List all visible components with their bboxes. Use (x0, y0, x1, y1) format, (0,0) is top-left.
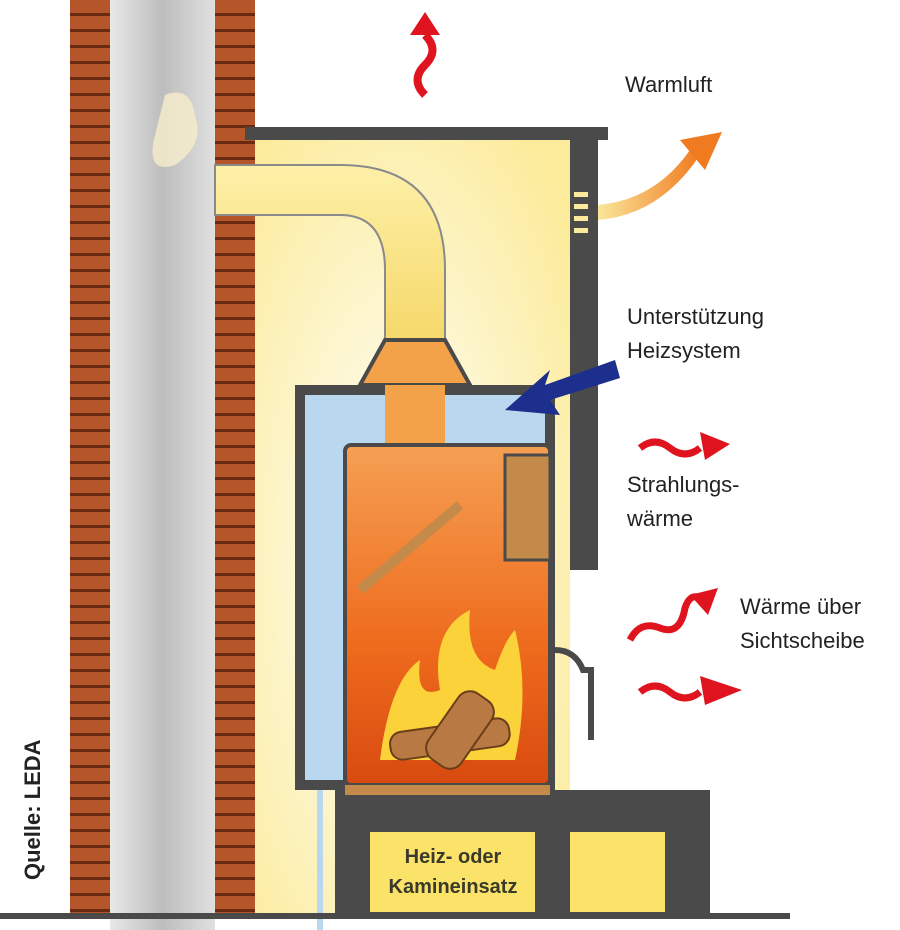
top-plate (245, 127, 608, 140)
vent-slots (574, 192, 588, 233)
window-heat-arrow-lower (637, 676, 742, 705)
rising-heat-arrow (410, 12, 440, 98)
logs (389, 690, 511, 770)
smoke (152, 92, 198, 167)
brick-wall-right (215, 0, 255, 915)
heating-support-arrow (505, 360, 620, 415)
hearth-plate (345, 785, 550, 795)
label-line: Wärme über (740, 594, 862, 619)
door-handle (554, 647, 594, 740)
label-line: Heizsystem (627, 338, 741, 363)
label-warm-air: Warmluft (625, 72, 713, 97)
window-heat-arrow-upper (626, 588, 718, 642)
storage-box (570, 832, 665, 912)
flue-pipe (214, 164, 446, 341)
label-insert: Heiz- oder Kamineinsatz (372, 842, 534, 902)
deflector (356, 501, 464, 594)
label-line: Kamineinsatz (388, 876, 518, 898)
label-window-heat: Wärme über Sichtscheibe (740, 590, 865, 658)
source-credit: Quelle: LEDA (20, 739, 45, 880)
radiant-heat-arrow (637, 432, 730, 460)
insert-box (370, 832, 535, 912)
baffle (503, 453, 552, 562)
exhaust-throat (385, 385, 445, 445)
label-line: Strahlungs- (627, 472, 740, 497)
floor (0, 913, 790, 919)
label-line: Heiz- oder (404, 846, 502, 868)
right-panel (570, 140, 598, 570)
label-heating-support: Unterstützung Heizsystem (627, 300, 764, 368)
label-line: Sichtscheibe (740, 628, 865, 653)
label-line: wärme (627, 506, 694, 531)
label-line: Unterstützung (627, 304, 764, 329)
label-radiant-heat: Strahlungs- wärme (627, 468, 740, 536)
brick-wall-left (70, 0, 110, 915)
warm-air-arrow (598, 132, 722, 220)
